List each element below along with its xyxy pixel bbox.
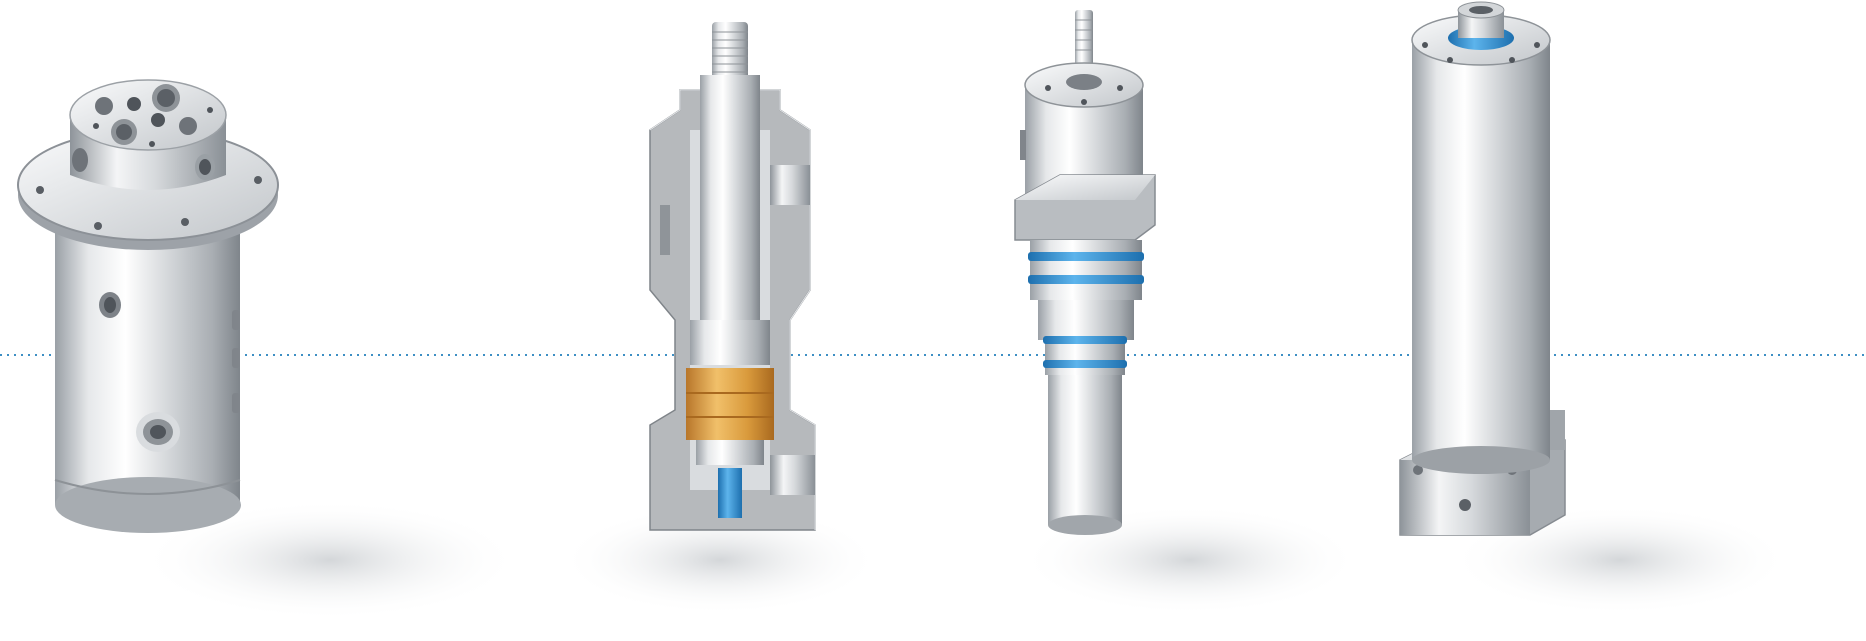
cutaway-rotary-union [649,22,816,531]
floor-shadow-1 [140,500,520,620]
flanged-rotary-union [17,79,279,533]
floor-shadow-2 [560,505,880,615]
shaft-rotary-union [1014,10,1156,535]
base-rotary-union [1399,1,1566,536]
